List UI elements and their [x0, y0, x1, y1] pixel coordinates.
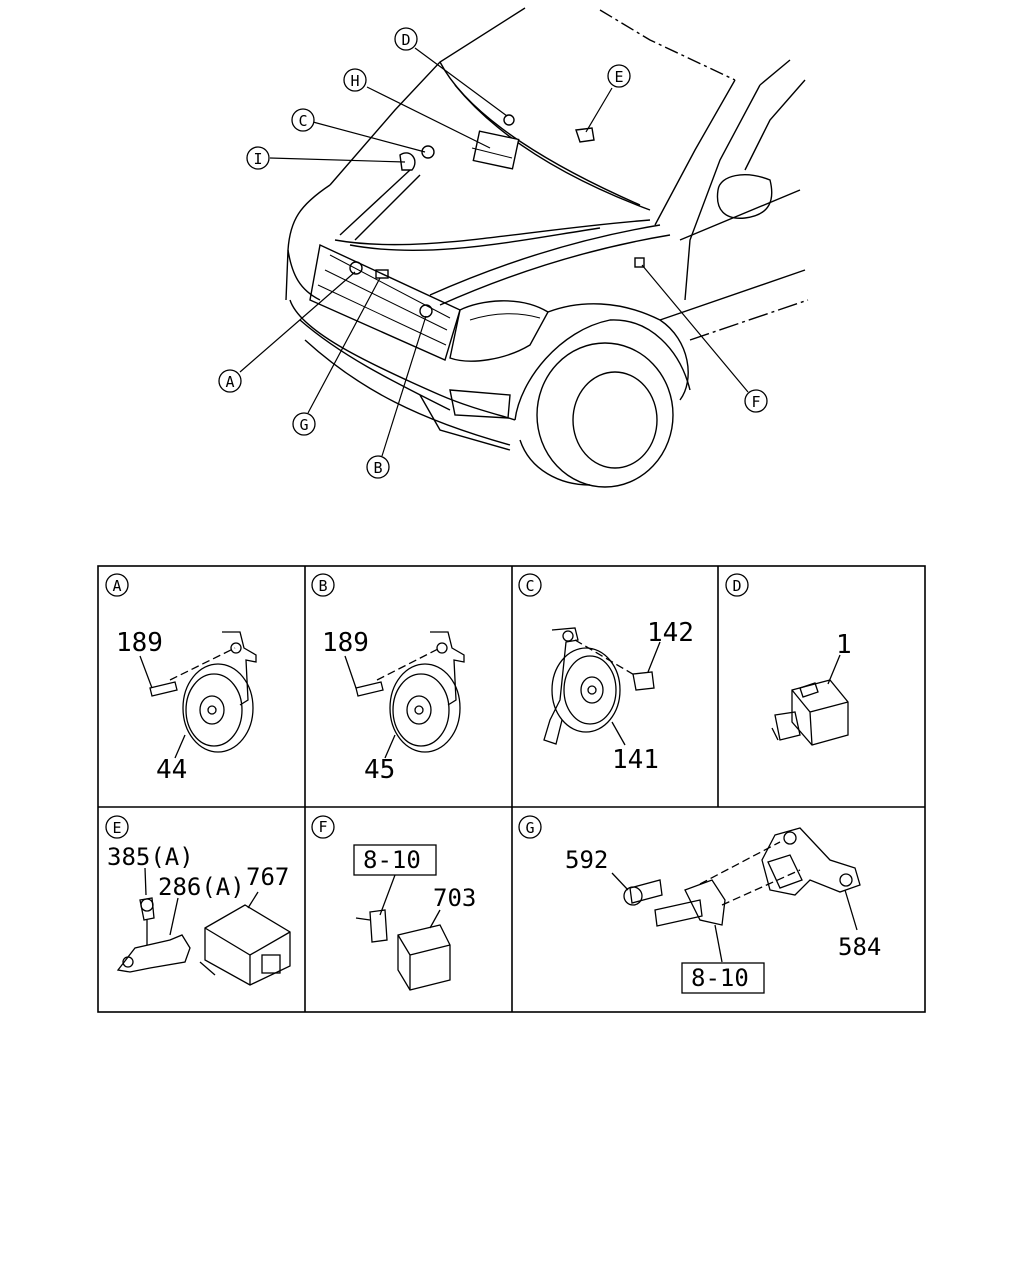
svg-text:E: E — [614, 68, 623, 86]
callout-leaders — [239, 47, 749, 457]
callout-b: B — [366, 455, 390, 479]
svg-text:F: F — [318, 818, 327, 836]
svg-text:286(A): 286(A) — [158, 873, 245, 901]
svg-text:A: A — [112, 577, 121, 595]
detail-grid — [97, 565, 926, 1013]
sensor-584 — [611, 827, 861, 963]
svg-text:44: 44 — [156, 755, 187, 785]
module-767 — [116, 867, 291, 986]
svg-text:141: 141 — [612, 745, 659, 775]
callout-d: D — [394, 27, 418, 51]
panel-f: F 8-10 703 — [311, 815, 476, 991]
callout-g: G — [292, 412, 316, 436]
svg-text:H: H — [350, 72, 359, 90]
callout-f: F — [744, 389, 768, 413]
svg-text:189: 189 — [116, 628, 163, 658]
svg-text:F: F — [751, 393, 760, 411]
svg-text:E: E — [112, 819, 121, 837]
svg-text:592: 592 — [565, 846, 608, 874]
callout-a: A — [218, 369, 242, 393]
svg-text:G: G — [299, 416, 308, 434]
horn-44 — [139, 631, 257, 759]
svg-text:703: 703 — [433, 884, 476, 912]
svg-text:8-10: 8-10 — [691, 964, 749, 992]
panel-c: C 142 141 — [518, 573, 694, 775]
svg-text:D: D — [401, 31, 410, 49]
svg-text:767: 767 — [246, 863, 289, 891]
svg-text:1: 1 — [836, 630, 852, 660]
callout-i: I — [246, 146, 270, 170]
svg-text:385(A): 385(A) — [107, 843, 194, 871]
panel-e: E 385(A) 286(A) 767 — [105, 815, 291, 986]
svg-text:45: 45 — [364, 755, 395, 785]
svg-text:584: 584 — [838, 933, 881, 961]
panel-b: B 189 45 — [311, 573, 465, 785]
panel-g: G 592 8-10 584 — [518, 815, 881, 994]
callout-h: H — [343, 68, 367, 92]
svg-text:A: A — [225, 373, 234, 391]
vehicle-overview — [285, 7, 809, 488]
panel-a: A 189 44 — [105, 573, 257, 785]
svg-text:G: G — [525, 819, 534, 837]
callout-e: E — [607, 64, 631, 88]
svg-text:I: I — [253, 150, 262, 168]
svg-text:D: D — [732, 577, 741, 595]
callout-c: C — [291, 108, 315, 132]
svg-text:142: 142 — [647, 618, 694, 648]
svg-text:B: B — [318, 577, 327, 595]
svg-text:189: 189 — [322, 628, 369, 658]
horn-141 — [543, 627, 661, 746]
horn-45 — [344, 631, 465, 759]
relay-703 — [355, 874, 451, 991]
ref-box-8-10-g — [681, 962, 765, 994]
svg-text:C: C — [298, 112, 307, 130]
svg-text:8-10: 8-10 — [363, 846, 421, 874]
relay-1 — [771, 654, 849, 746]
svg-text:C: C — [525, 577, 534, 595]
svg-text:B: B — [373, 459, 382, 477]
panel-d: D 1 — [725, 573, 852, 746]
